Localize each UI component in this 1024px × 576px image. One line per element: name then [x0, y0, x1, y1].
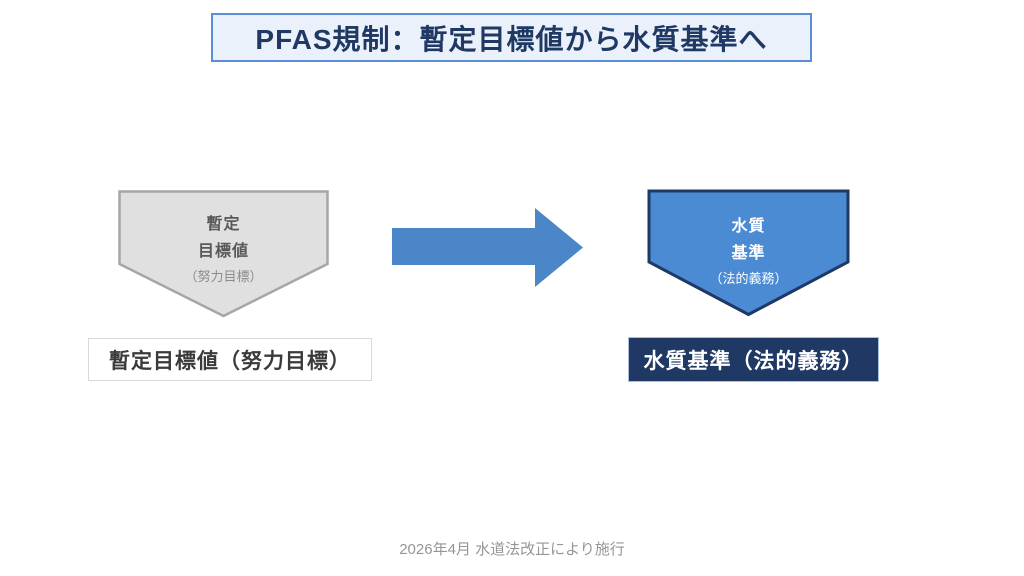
footer-note: 2026年4月 水道法改正により施行	[399, 541, 625, 558]
before-label: 暫定目標値（努力目標）	[109, 349, 351, 373]
right-arrow-icon	[392, 208, 583, 287]
before-pentagon: 暫定 目標値 （努力目標）	[118, 190, 329, 318]
before-label-box: 暫定目標値（努力目標）	[88, 338, 372, 381]
pentagon-down-icon	[118, 190, 329, 318]
transition-arrow	[392, 208, 584, 288]
after-pentagon: 水質 基準 （法的義務）	[647, 189, 850, 317]
after-label-box: 水質基準（法的義務）	[628, 337, 879, 382]
slide-title-box: PFAS規制：暫定目標値から水質基準へ	[211, 13, 812, 62]
slide-title: PFAS規制：暫定目標値から水質基準へ	[255, 23, 768, 55]
after-label: 水質基準（法的義務）	[643, 349, 864, 373]
pentagon-down-icon	[647, 189, 850, 317]
